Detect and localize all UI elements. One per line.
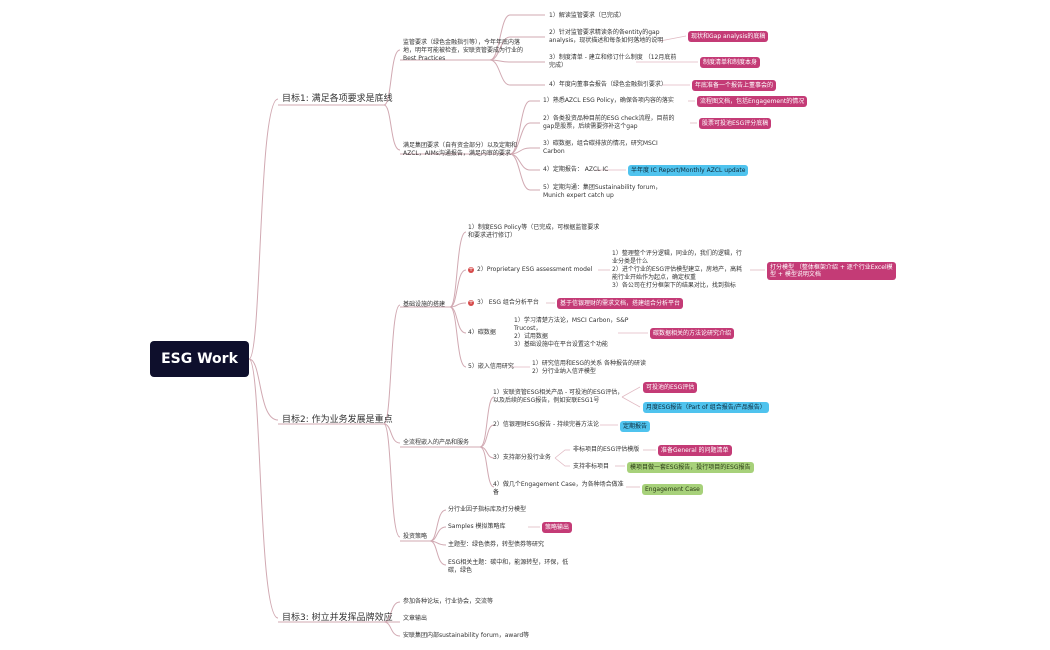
- process-item-1[interactable]: 1）安联资管ESG相关产品 - 可投池的ESG评估， 以及后续的ESG报告，例如…: [493, 389, 624, 404]
- board-report-tag[interactable]: 年底准备一个报告上董事会的: [692, 80, 777, 91]
- process-item-3[interactable]: 3）支持部分投行业务: [493, 454, 551, 461]
- scoring-model-tag[interactable]: 打分模型 （整体框架介绍 + 逐个行业Excel模 型 + 模型说明文档: [767, 262, 896, 280]
- group-item-1[interactable]: 1）熟悉AZCL ESG Policy，确保各项内容的落实: [543, 97, 674, 104]
- infra-item-2[interactable]: 2）Proprietary ESG assessment model: [477, 266, 593, 273]
- reg-item-4[interactable]: 4）年度向董事会报告（绿色金融指引要求）: [549, 81, 667, 88]
- invest-item-4[interactable]: ESG相关主题：碳中和，能源转型，环保，低 碳，绿色: [448, 559, 569, 574]
- reg-item-1[interactable]: 1）解读监管要求（已完成）: [549, 12, 625, 19]
- group-item-3[interactable]: 3）碳数据，组合碳排放的情况，研究MSCI Carbon: [543, 140, 658, 155]
- carbon-method-tag[interactable]: 碳数据相关的方法论研究介绍: [650, 328, 735, 339]
- engagement-case-tag[interactable]: Engagement Case: [642, 484, 703, 495]
- brand-item-2[interactable]: 文章输出: [403, 615, 428, 622]
- group-item-5[interactable]: 5）定期沟通：集团Sustainability forum， Munich ex…: [543, 184, 662, 199]
- goal-3-node[interactable]: 目标3: 树立并发挥品牌效应: [282, 613, 393, 623]
- model-detail-node[interactable]: 1）整理整个评分逻辑，同业的，我们的逻辑，行 业分类是什么 2）进个行业的ESG…: [612, 250, 743, 289]
- brand-item-3[interactable]: 安联集团内部sustainability forum，award等: [403, 632, 530, 639]
- invest-item-1[interactable]: 分行业因子指标库及打分模型: [448, 506, 527, 513]
- platform-tag[interactable]: 基于信银理财的需求文档，搭建组合分析平台: [557, 298, 684, 309]
- process-node[interactable]: 全流程嵌入的产品和服务: [403, 439, 470, 446]
- pool-eval-tag[interactable]: 可投池的ESG评估: [643, 382, 698, 393]
- process-doc-tag[interactable]: 流程图文档，包括Engagement的情况: [697, 96, 808, 107]
- ic-report-tag[interactable]: 半年度 IC Report/Monthly AZCL update: [628, 165, 749, 176]
- infra-item-1[interactable]: 1）制度ESG Policy等（已完成，可根据监管要求 和要求进行修订）: [468, 224, 600, 239]
- gap-analysis-tag[interactable]: 现状和Gap analysis的底稿: [688, 31, 769, 42]
- equity-score-tag[interactable]: 股票可投池ESG评分底稿: [699, 118, 772, 129]
- goal-2-node[interactable]: 目标2: 作为业务发展是重点: [282, 415, 393, 425]
- group-item-4[interactable]: 4）定期报告： AZCL IC: [543, 166, 609, 173]
- root-node[interactable]: ESG Work: [150, 341, 249, 377]
- brand-item-1[interactable]: 参加各种论坛，行业协会，交流等: [403, 598, 494, 605]
- project-report-tag[interactable]: 模项目做一套ESG报告，投行项目的ESG报告: [627, 462, 754, 473]
- expand-icon[interactable]: +: [468, 299, 474, 306]
- group-requirements-node[interactable]: 满足集团要求（自有资金部分）以及定期和 AZCL，AIMs沟通报告，满足内审的要…: [403, 142, 518, 157]
- regulatory-requirements-node[interactable]: 监管要求（绿色金融指引等），今年年底内落 地，明年可能被检查，安联资管要成为行业…: [403, 39, 524, 62]
- process-item-4[interactable]: 4）做几个Engagement Case，为各种场合做准 备: [493, 481, 624, 496]
- reg-item-2[interactable]: 2）针对监管要求精读条的各entity的gap analysis，现状描述和每条…: [549, 29, 664, 44]
- policy-list-tag[interactable]: 制度清单和制度本身: [700, 57, 761, 68]
- ib-item-1[interactable]: 非标项目的ESG评估模版: [573, 446, 640, 453]
- infra-item-4[interactable]: 4）碳数据: [468, 329, 496, 336]
- ib-item-2[interactable]: 支持非标项目: [573, 463, 610, 470]
- question-list-tag[interactable]: 准备General 的问题清单: [658, 445, 732, 456]
- monthly-report-tag[interactable]: 月度ESG报告（Part of 组合报告/产品报告）: [643, 402, 769, 413]
- strategy-output-tag[interactable]: 策略输出: [542, 522, 573, 533]
- group-item-2[interactable]: 2）各类投资品种目前的ESG check流程，目前的 gap是股票，后续需要弥补…: [543, 115, 675, 130]
- process-item-2[interactable]: 2）信银理财ESG报告 - 持续完善方法论: [493, 421, 600, 428]
- expand-icon[interactable]: +: [468, 266, 474, 273]
- invest-item-2[interactable]: Samples 模拟策略库: [448, 523, 506, 530]
- investment-strategy-node[interactable]: 投资策略: [403, 533, 428, 540]
- carbon-detail-node[interactable]: 1）学习清楚方法论，MSCI Carbon，S&P Trucost， 2）试用数…: [514, 317, 629, 348]
- credit-detail-node[interactable]: 1）研究信用和ESG的关系 各种报告的研读 2）分行业纳入信评模型: [532, 360, 646, 375]
- invest-item-3[interactable]: 主题型：绿色债券，转型债券等研究: [448, 541, 545, 548]
- infra-item-3[interactable]: 3） ESG 组合分析平台: [477, 299, 539, 306]
- reg-item-3[interactable]: 3）制度清单 - 建立和修订什么制度 （12月底前 完成）: [549, 54, 677, 69]
- goal-1-node[interactable]: 目标1: 满足各项要求是底线: [282, 94, 393, 104]
- infra-item-5[interactable]: 5）嵌入信用研究: [468, 363, 514, 370]
- infrastructure-node[interactable]: 基础设施的搭建: [403, 301, 446, 308]
- periodic-report-tag[interactable]: 定期报告: [620, 421, 651, 432]
